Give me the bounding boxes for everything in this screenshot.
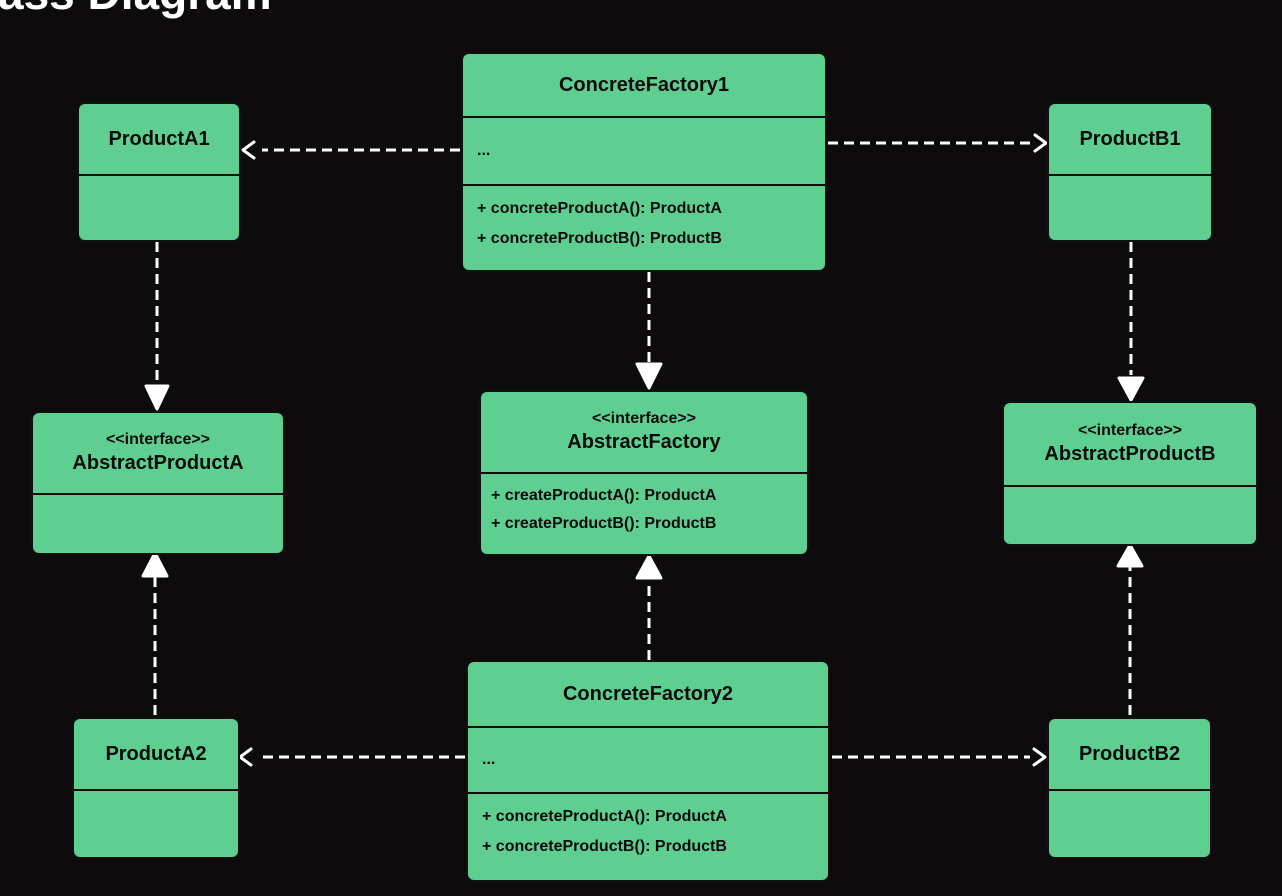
arrowhead-abstractfactory-top bbox=[635, 362, 663, 390]
class-name: ProductA1 bbox=[108, 128, 210, 150]
class-concrete-factory-1[interactable]: ConcreteFactory1 ... + concreteProductA(… bbox=[461, 52, 827, 272]
class-header: <<interface>> AbstractProductB bbox=[1004, 403, 1256, 487]
class-body bbox=[79, 176, 239, 240]
class-name: ConcreteFactory2 bbox=[562, 683, 734, 705]
class-name: AbstractProductB bbox=[1044, 443, 1216, 465]
arrowhead-abstractproductb-top bbox=[1117, 376, 1145, 402]
class-header: ConcreteFactory1 bbox=[463, 54, 825, 118]
class-name: ProductB1 bbox=[1079, 128, 1181, 150]
class-body bbox=[74, 791, 238, 857]
arrowhead-productb2 bbox=[1032, 747, 1047, 767]
class-abstract-factory[interactable]: <<interface>> AbstractFactory + createPr… bbox=[479, 390, 809, 556]
method-line: + concreteProductB(): ProductB bbox=[477, 230, 722, 247]
method-line: + concreteProductB(): ProductB bbox=[482, 838, 727, 855]
class-product-b2[interactable]: ProductB2 bbox=[1047, 717, 1212, 859]
class-product-b1[interactable]: ProductB1 bbox=[1047, 102, 1213, 242]
class-body bbox=[1049, 176, 1211, 240]
class-header: ProductB1 bbox=[1049, 104, 1211, 176]
arrowhead-producta1 bbox=[241, 140, 256, 160]
class-product-a2[interactable]: ProductA2 bbox=[72, 717, 240, 859]
class-name: ConcreteFactory1 bbox=[558, 74, 730, 96]
class-header: ProductA2 bbox=[74, 719, 238, 791]
class-stereotype: <<interface>> bbox=[1077, 422, 1183, 439]
arrowhead-productb1 bbox=[1033, 133, 1048, 153]
method-line: + createProductB(): ProductB bbox=[491, 515, 717, 532]
method-line: + createProductA(): ProductA bbox=[491, 487, 717, 504]
class-stereotype: <<interface>> bbox=[105, 431, 211, 448]
attribute-line: ... bbox=[477, 142, 491, 159]
methods-section: + concreteProductA(): ProductA + concret… bbox=[468, 794, 828, 880]
method-line: + concreteProductA(): ProductA bbox=[477, 200, 722, 217]
attribute-line: ... bbox=[482, 751, 496, 768]
class-header: ProductB2 bbox=[1049, 719, 1210, 791]
class-header: <<interface>> AbstractProductA bbox=[33, 413, 283, 495]
arrowhead-abstractproductb-bottom bbox=[1116, 543, 1144, 568]
class-name: AbstractFactory bbox=[567, 431, 721, 453]
attributes-section: ... bbox=[463, 118, 825, 186]
method-line: + concreteProductA(): ProductA bbox=[482, 808, 727, 825]
class-header: <<interface>> AbstractFactory bbox=[481, 392, 807, 474]
class-body bbox=[1004, 487, 1256, 544]
methods-section: + createProductA(): ProductA + createPro… bbox=[481, 474, 807, 554]
methods-section: + concreteProductA(): ProductA + concret… bbox=[463, 186, 825, 270]
arrowhead-producta2 bbox=[238, 747, 253, 767]
attributes-section: ... bbox=[468, 728, 828, 794]
class-body bbox=[33, 495, 283, 553]
class-body bbox=[1049, 791, 1210, 857]
arrowhead-abstractproducta-bottom bbox=[141, 551, 169, 578]
class-name: ProductB2 bbox=[1078, 743, 1181, 765]
class-header: ProductA1 bbox=[79, 104, 239, 176]
class-name: AbstractProductA bbox=[72, 452, 244, 474]
class-abstract-product-a[interactable]: <<interface>> AbstractProductA bbox=[31, 411, 285, 555]
class-header: ConcreteFactory2 bbox=[468, 662, 828, 728]
class-abstract-product-b[interactable]: <<interface>> AbstractProductB bbox=[1002, 401, 1258, 546]
arrowhead-abstractfactory-bottom bbox=[635, 554, 663, 580]
class-concrete-factory-2[interactable]: ConcreteFactory2 ... + concreteProductA(… bbox=[466, 660, 830, 882]
class-name: ProductA2 bbox=[105, 743, 207, 765]
arrowhead-abstractproducta-top bbox=[144, 384, 170, 411]
class-stereotype: <<interface>> bbox=[591, 410, 697, 427]
page-title: Class Diagram bbox=[0, 0, 272, 16]
class-product-a1[interactable]: ProductA1 bbox=[77, 102, 241, 242]
